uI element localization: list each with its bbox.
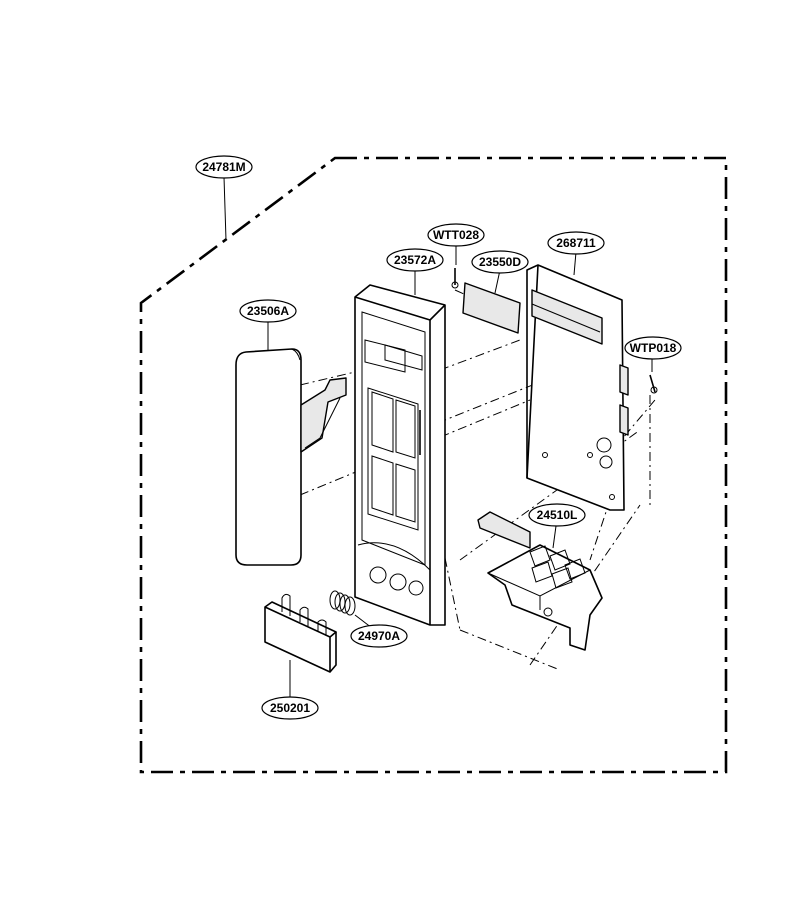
screw-top-part — [451, 242, 459, 289]
label-250201-text: 250201 — [270, 701, 310, 715]
label-24510L: 24510L — [528, 503, 586, 527]
pcb-part — [526, 251, 629, 511]
label-250201: 250201 — [261, 696, 319, 720]
label-23550D-text: 23550D — [479, 255, 521, 269]
button-part — [264, 593, 337, 697]
screw-side-part — [649, 358, 658, 394]
lens-part — [235, 320, 347, 566]
label-WTP018: WTP018 — [624, 336, 682, 360]
label-23506A-text: 23506A — [247, 304, 289, 318]
leader-frame — [223, 176, 227, 241]
label-268711: 268711 — [547, 231, 605, 255]
panel-housing-part — [354, 270, 446, 626]
label-23572A-text: 23572A — [394, 253, 436, 267]
label-24970A-text: 24970A — [358, 629, 400, 643]
sheet-part — [462, 269, 521, 334]
label-WTP018-text: WTP018 — [630, 341, 677, 355]
label-23572A: 23572A — [386, 248, 444, 272]
label-WTT028-text: WTT028 — [433, 228, 479, 242]
label-24781M-text: 24781M — [202, 160, 245, 174]
label-23506A: 23506A — [239, 299, 297, 323]
label-24781M: 24781M — [195, 155, 253, 179]
label-23550D: 23550D — [471, 250, 529, 274]
label-24970A: 24970A — [350, 624, 408, 648]
label-WTT028: WTT028 — [427, 223, 485, 247]
label-24510L-text: 24510L — [537, 508, 578, 522]
assembly-boundary — [139, 156, 728, 774]
button-holder-part — [477, 511, 603, 651]
label-268711-text: 268711 — [556, 236, 596, 250]
